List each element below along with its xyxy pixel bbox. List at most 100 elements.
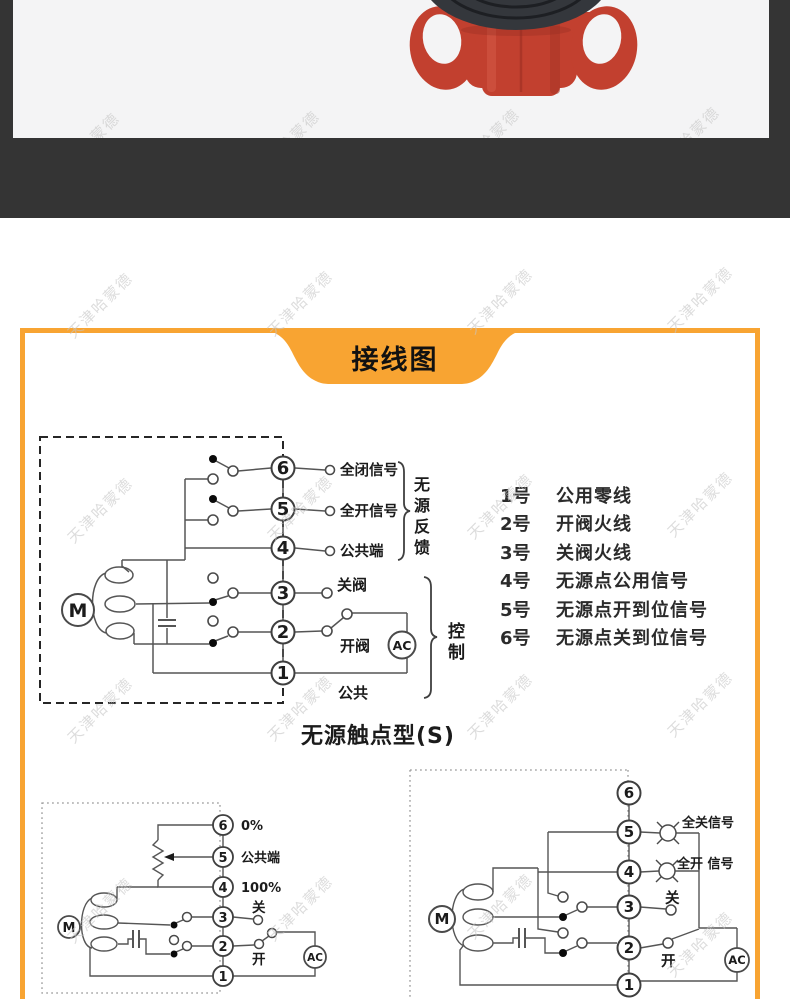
actuator-boundary xyxy=(39,436,284,704)
main-wiring-diagram: M AC 6 5 xyxy=(39,436,438,704)
terminal-number: 5 xyxy=(624,823,634,841)
note-row: 3号关阀火线 xyxy=(500,540,708,568)
terminal-number: 3 xyxy=(277,583,290,604)
label-zero-percent: 0% xyxy=(241,819,263,834)
terminal-circles: 6 5 4 3 2 1 xyxy=(616,780,642,998)
terminal-circles: 6 5 4 3 2 1 xyxy=(270,455,296,686)
terminal-number: 1 xyxy=(624,976,634,994)
stem-shade xyxy=(550,18,560,94)
contact-icons xyxy=(557,891,677,949)
feedback-brace xyxy=(397,461,411,561)
note-text: 无源点公用信号 xyxy=(556,571,689,593)
terminal-number: 3 xyxy=(624,898,634,916)
label-control-group: 控制 xyxy=(444,622,464,664)
label-common-terminal: 公共端 xyxy=(340,542,384,560)
motor-icon xyxy=(428,905,456,933)
terminal-number: 1 xyxy=(218,970,227,985)
label-full-open-signal: 全开 信号 xyxy=(676,856,734,872)
terminal-number: 1 xyxy=(277,663,290,684)
terminal-number: 3 xyxy=(218,911,227,926)
wires xyxy=(89,824,316,977)
motor-label: M xyxy=(435,910,450,928)
note-text: 公用零线 xyxy=(556,486,632,507)
disc-ring xyxy=(475,0,557,9)
lamp-icon xyxy=(658,862,676,880)
terminal-number: 2 xyxy=(277,622,290,643)
label-feedback-group: 无源反馈 xyxy=(411,476,430,560)
label-full-open-signal: 全开信号 xyxy=(339,502,398,520)
note-row: 6号 无源点关到位信号 xyxy=(500,625,708,653)
control-brace xyxy=(423,576,438,699)
lamp-icon xyxy=(659,824,677,842)
ac-label: AC xyxy=(728,953,745,967)
terminal-number: 2 xyxy=(218,940,227,955)
terminal-number: 5 xyxy=(218,851,227,866)
note-number: 6号 xyxy=(500,628,531,650)
motor-label: M xyxy=(63,921,76,936)
note-text: 无源点关到位信号 xyxy=(556,628,708,650)
wires xyxy=(459,793,738,986)
note-number: 4号 xyxy=(500,571,531,593)
label-close-valve: 关阀 xyxy=(337,576,367,594)
ac-source-icon xyxy=(303,945,327,969)
contact-icons xyxy=(168,911,278,952)
ac-source-icon xyxy=(724,947,750,973)
label-open: 开 xyxy=(252,952,266,968)
capacitor-icon xyxy=(518,928,526,948)
ac-label: AC xyxy=(393,638,412,653)
main-diagram-caption: 无源触点型(S) xyxy=(301,724,455,749)
braces xyxy=(397,461,438,699)
tab-shape xyxy=(255,328,535,384)
terminal-number: 4 xyxy=(277,538,290,559)
motor-winding-icon xyxy=(80,892,119,952)
switch-common-dots xyxy=(170,921,178,958)
capacitor-icon xyxy=(158,619,176,627)
note-row: 2号 开阀火线 xyxy=(500,511,708,539)
disc-ring xyxy=(450,0,582,20)
terminal-number: 6 xyxy=(277,458,290,479)
wiring-section: 接线图 xyxy=(0,218,790,999)
terminal-notes: 1号 公用零线 2号 开阀火线 3号关阀火线 4号 无源点公用信号 5号无源点开到位信… xyxy=(500,483,708,653)
switch-common-dots xyxy=(559,913,567,957)
terminal-number: 4 xyxy=(624,863,634,881)
wiper-arrow-icon xyxy=(164,853,174,861)
actuator-boundary xyxy=(409,769,629,999)
potentiometer-diagram: M AC 6 5 4 3 2 xyxy=(41,802,327,994)
stem-highlight xyxy=(487,20,496,92)
terminal-number: 5 xyxy=(277,499,290,520)
left-ear-hole xyxy=(422,14,462,64)
motor-label: M xyxy=(69,600,88,622)
label-open-valve: 开阀 xyxy=(340,637,370,655)
motor-icon xyxy=(61,593,95,627)
label-full-close-signal: 全关信号 xyxy=(681,815,734,831)
note-number: 1号 xyxy=(500,486,531,507)
label-close: 关 xyxy=(665,889,680,907)
capacitor-icon xyxy=(132,930,140,948)
label-hundred-percent: 100% xyxy=(241,881,281,896)
label-open: 开 xyxy=(661,953,676,970)
note-row: 5号无源点开到位信号 xyxy=(500,597,708,625)
watermark-text: 天津哈蒙德 xyxy=(663,262,737,336)
motor-winding-icon xyxy=(91,566,136,640)
note-text: 开阀火线 xyxy=(556,514,632,536)
note-number: 3号 xyxy=(500,542,531,564)
note-row: 1号 公用零线 xyxy=(500,483,708,511)
label-common: 公共 xyxy=(338,684,368,702)
product-image xyxy=(409,0,638,96)
note-row: 4号 无源点公用信号 xyxy=(500,568,708,596)
contact-icons xyxy=(207,464,353,638)
switch-common-dots xyxy=(209,455,217,647)
section-tab xyxy=(255,328,535,384)
terminal-number: 6 xyxy=(218,819,227,834)
terminal-number: 2 xyxy=(624,939,634,957)
lamp-diagram: M AC xyxy=(409,769,750,999)
note-number: 5号 xyxy=(500,599,531,621)
terminal-number: 4 xyxy=(218,881,227,896)
tab-title: 接线图 xyxy=(351,345,439,376)
lamp-rays xyxy=(655,821,680,883)
label-full-close-signal: 全闭信号 xyxy=(339,461,398,479)
valve-disc-icon xyxy=(431,0,601,30)
note-number: 2号 xyxy=(500,514,531,536)
terminal-number: 6 xyxy=(624,784,634,802)
